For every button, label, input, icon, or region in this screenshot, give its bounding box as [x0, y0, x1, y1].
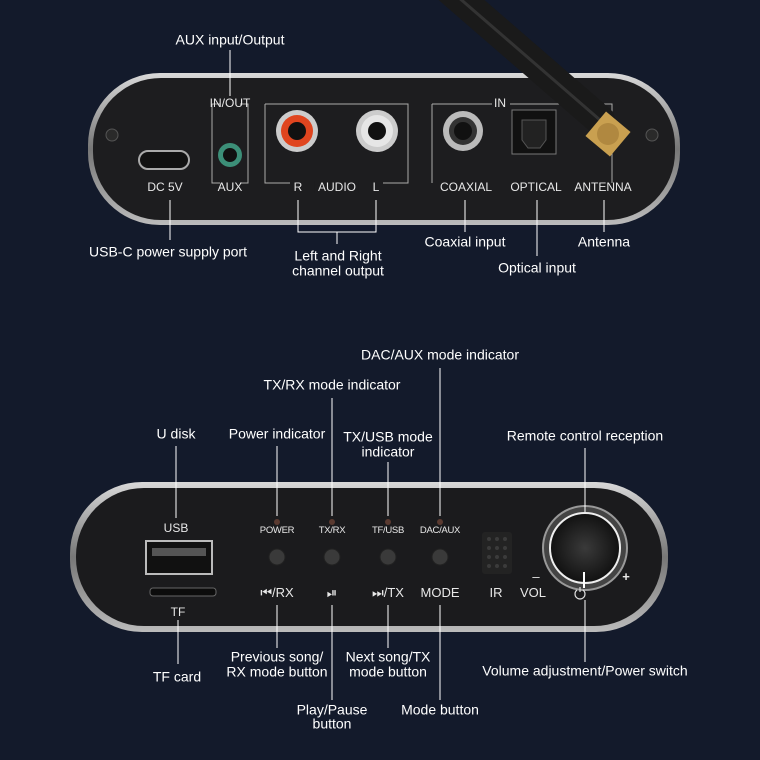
rear-callout-lines	[169, 50, 605, 256]
callout-play-2: button	[312, 715, 352, 732]
tf-label: TF	[170, 605, 186, 619]
usb-c-port	[138, 150, 190, 170]
callout-tfcard: TF card	[152, 668, 202, 685]
indicator-leds	[274, 519, 443, 525]
callout-remote: Remote control reception	[506, 427, 664, 444]
audio-label: AUDIO	[314, 181, 360, 193]
prev-rx-label: ⏮/RX	[260, 585, 294, 600]
callout-lr-2: channel output	[292, 262, 384, 279]
aux-label: AUX	[217, 180, 243, 194]
r-label: R	[293, 180, 303, 194]
screw-icon	[105, 128, 119, 142]
play-pause-label: ⏯	[326, 585, 338, 600]
front-callout-lines	[175, 368, 586, 700]
tf-slot	[149, 587, 217, 597]
antenna-label: ANTENNA	[574, 180, 632, 194]
coaxial-label: COAXIAL	[439, 180, 493, 194]
dacaux-led-label: DAC/AUX	[419, 525, 461, 536]
callout-volume: Volume adjustment/Power switch	[482, 662, 688, 679]
callout-play-1: Play/Pause	[296, 701, 368, 718]
callout-prev-2: RX mode button	[226, 663, 328, 680]
callout-lr-1: Left and Right	[294, 247, 382, 264]
ir-label: IR	[489, 585, 503, 600]
in-out-label: IN/OUT	[209, 96, 251, 110]
callout-aux: AUX input/Output	[175, 31, 285, 48]
mode-button	[431, 548, 449, 566]
callout-txusb-1: TX/USB mode	[343, 428, 433, 445]
power-icon	[574, 587, 586, 600]
tfusb-led-label: TF/USB	[372, 525, 404, 536]
in-label: IN	[494, 96, 506, 110]
callout-txrx-indicator: TX/RX mode indicator	[263, 376, 401, 393]
callout-optical: Optical input	[498, 259, 576, 276]
vol-label: VOL	[519, 585, 547, 600]
play-pause-button	[323, 548, 341, 566]
l-label: L	[372, 180, 380, 194]
callout-udisk: U disk	[156, 425, 196, 442]
optical-label: OPTICAL	[510, 180, 562, 194]
callout-prev-1: Previous song/	[230, 648, 324, 665]
callout-next-1: Next song/TX	[345, 648, 431, 665]
mode-label: MODE	[420, 585, 460, 600]
ir-receiver	[482, 532, 512, 574]
vol-minus-label: –	[532, 569, 540, 584]
dc5v-label: DC 5V	[147, 180, 183, 194]
power-led-label: POWER	[259, 525, 295, 536]
callout-next-2: mode button	[349, 663, 427, 680]
next-tx-label: ⏭/TX	[372, 585, 404, 600]
usb-port	[145, 540, 213, 575]
callout-power-indicator: Power indicator	[228, 425, 326, 442]
prev-rx-button	[268, 548, 286, 566]
callout-txusb-2: indicator	[361, 443, 415, 460]
vol-plus-label: +	[622, 569, 630, 584]
callout-dacaux-indicator: DAC/AUX mode indicator	[361, 346, 519, 363]
callout-coaxial: Coaxial input	[424, 233, 506, 250]
callout-usbc: USB-C power supply port	[89, 243, 247, 260]
callout-antenna: Antenna	[577, 233, 631, 250]
callout-mode: Mode button	[401, 701, 479, 718]
next-tx-button	[379, 548, 397, 566]
screw-icon	[645, 128, 659, 142]
usb-label: USB	[163, 521, 189, 535]
rear-panel	[88, 0, 680, 225]
front-panel	[70, 482, 668, 632]
txrx-led-label: TX/RX	[318, 525, 346, 536]
